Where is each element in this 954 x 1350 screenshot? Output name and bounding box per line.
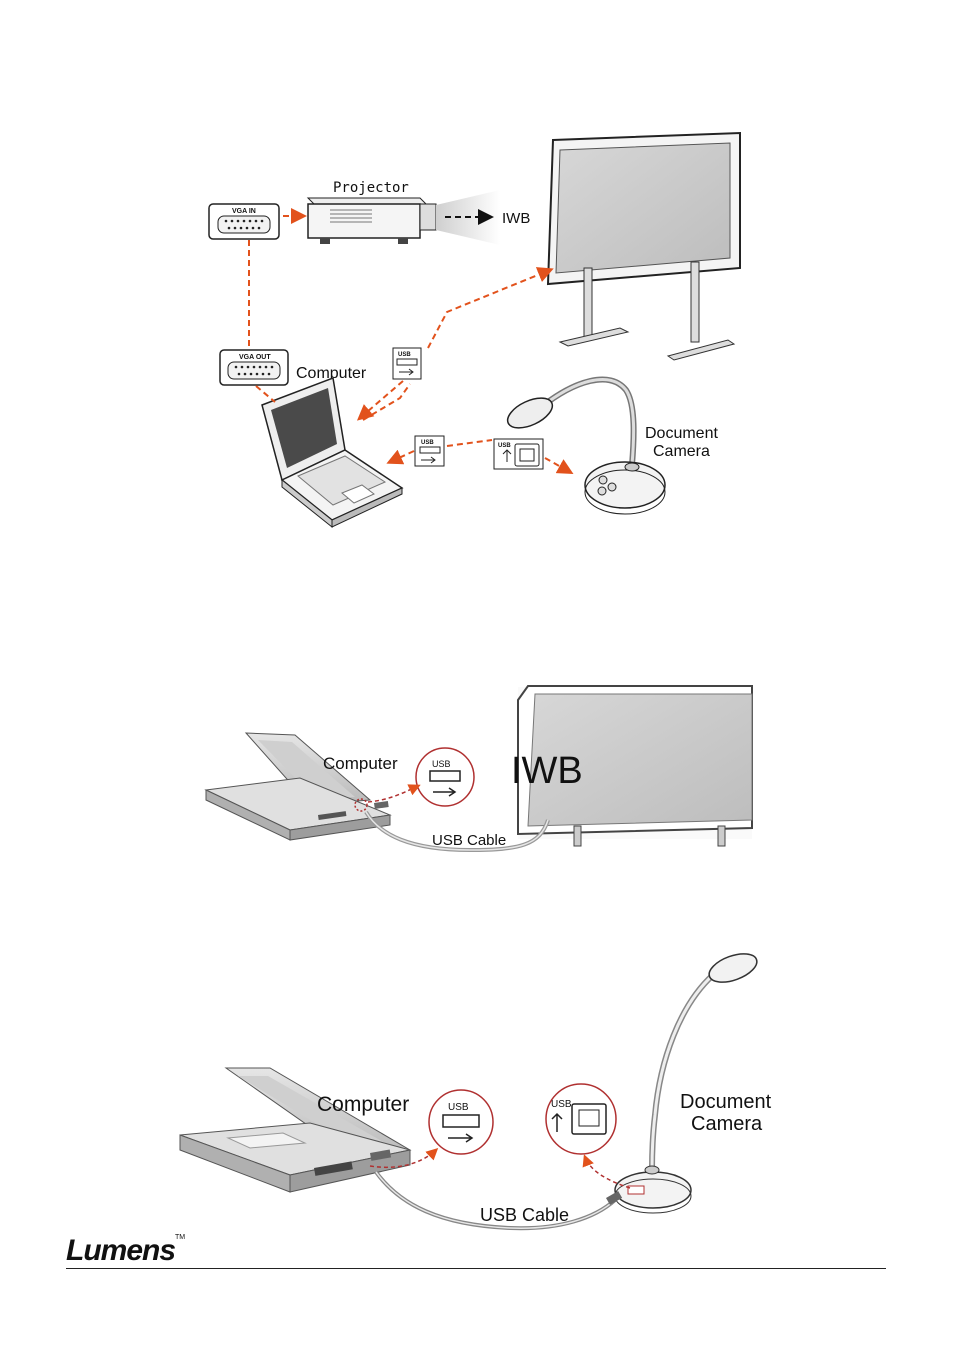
computer-label: Computer xyxy=(296,365,367,382)
laptop-angled-icon xyxy=(204,732,392,841)
trademark-mark: TM xyxy=(175,1234,186,1241)
usb-b-zoom-icon: USB xyxy=(545,1083,617,1155)
document-camera-large-icon xyxy=(614,953,758,1214)
lumens-logo: LumensTM xyxy=(66,1234,185,1268)
usb-b-zoom-label: USB xyxy=(551,1099,572,1110)
computer-label-3: Computer xyxy=(317,1093,409,1116)
diagram-2-computer-to-iwb: IWB Computer USB USB Cable xyxy=(204,685,753,853)
connection-lines xyxy=(248,208,574,474)
usb-cable-label: USB Cable xyxy=(432,832,506,849)
projector-label: Projector xyxy=(333,180,409,196)
document-camera-icon xyxy=(506,376,666,515)
zoom-arrow-b xyxy=(582,1154,631,1189)
diagram-1-overview: VGA IN Projector IWB VGA OUT xyxy=(208,131,741,529)
usb-a-port-icon: USB xyxy=(392,347,422,380)
usb-b-port-icon: USB xyxy=(493,438,544,470)
vga-out-port-icon: VGA OUT xyxy=(219,349,289,386)
vga-out-label: VGA OUT xyxy=(239,354,271,361)
usb-port-zoom-icon: USB xyxy=(415,747,475,807)
vga-in-label: VGA IN xyxy=(232,208,256,215)
zoom-arrow xyxy=(367,784,421,803)
usb-port-2-label: USB xyxy=(421,440,434,446)
usb-cable-label-3: USB Cable xyxy=(480,1205,569,1225)
usb-port-highlight xyxy=(354,798,368,812)
document-camera-label-3-line1: Document xyxy=(680,1091,772,1113)
diagram-3-computer-to-document-camera: Computer USB USB Document Camera xyxy=(179,953,772,1231)
usb-a-port-2-icon: USB xyxy=(414,435,445,467)
document-camera-label-line2: Camera xyxy=(653,443,710,460)
iwb-large-label: IWB xyxy=(511,750,583,792)
vga-in-port-icon: VGA IN xyxy=(208,203,280,240)
footer-rule xyxy=(66,1268,886,1269)
document-camera-label-3-line2: Camera xyxy=(691,1113,763,1135)
document-camera-label-line1: Document xyxy=(645,425,718,442)
usb-a-zoom-label: USB xyxy=(448,1102,469,1113)
laptop-icon xyxy=(261,376,404,529)
iwb-label: IWB xyxy=(502,210,530,227)
brand-text: Lumens xyxy=(66,1234,176,1267)
usb-b-port-label: USB xyxy=(498,443,511,449)
usb-a-zoom-icon: USB xyxy=(428,1089,494,1155)
iwb-board-large-icon xyxy=(517,685,753,847)
computer-large-label: Computer xyxy=(323,754,398,773)
iwb-board-icon xyxy=(546,131,741,361)
projector-icon xyxy=(306,190,500,245)
usb-zoom-label: USB xyxy=(432,759,451,769)
zoom-arrow-a xyxy=(369,1147,439,1169)
laptop-angled-2-icon xyxy=(179,1067,412,1193)
usb-port-label: USB xyxy=(398,352,411,358)
